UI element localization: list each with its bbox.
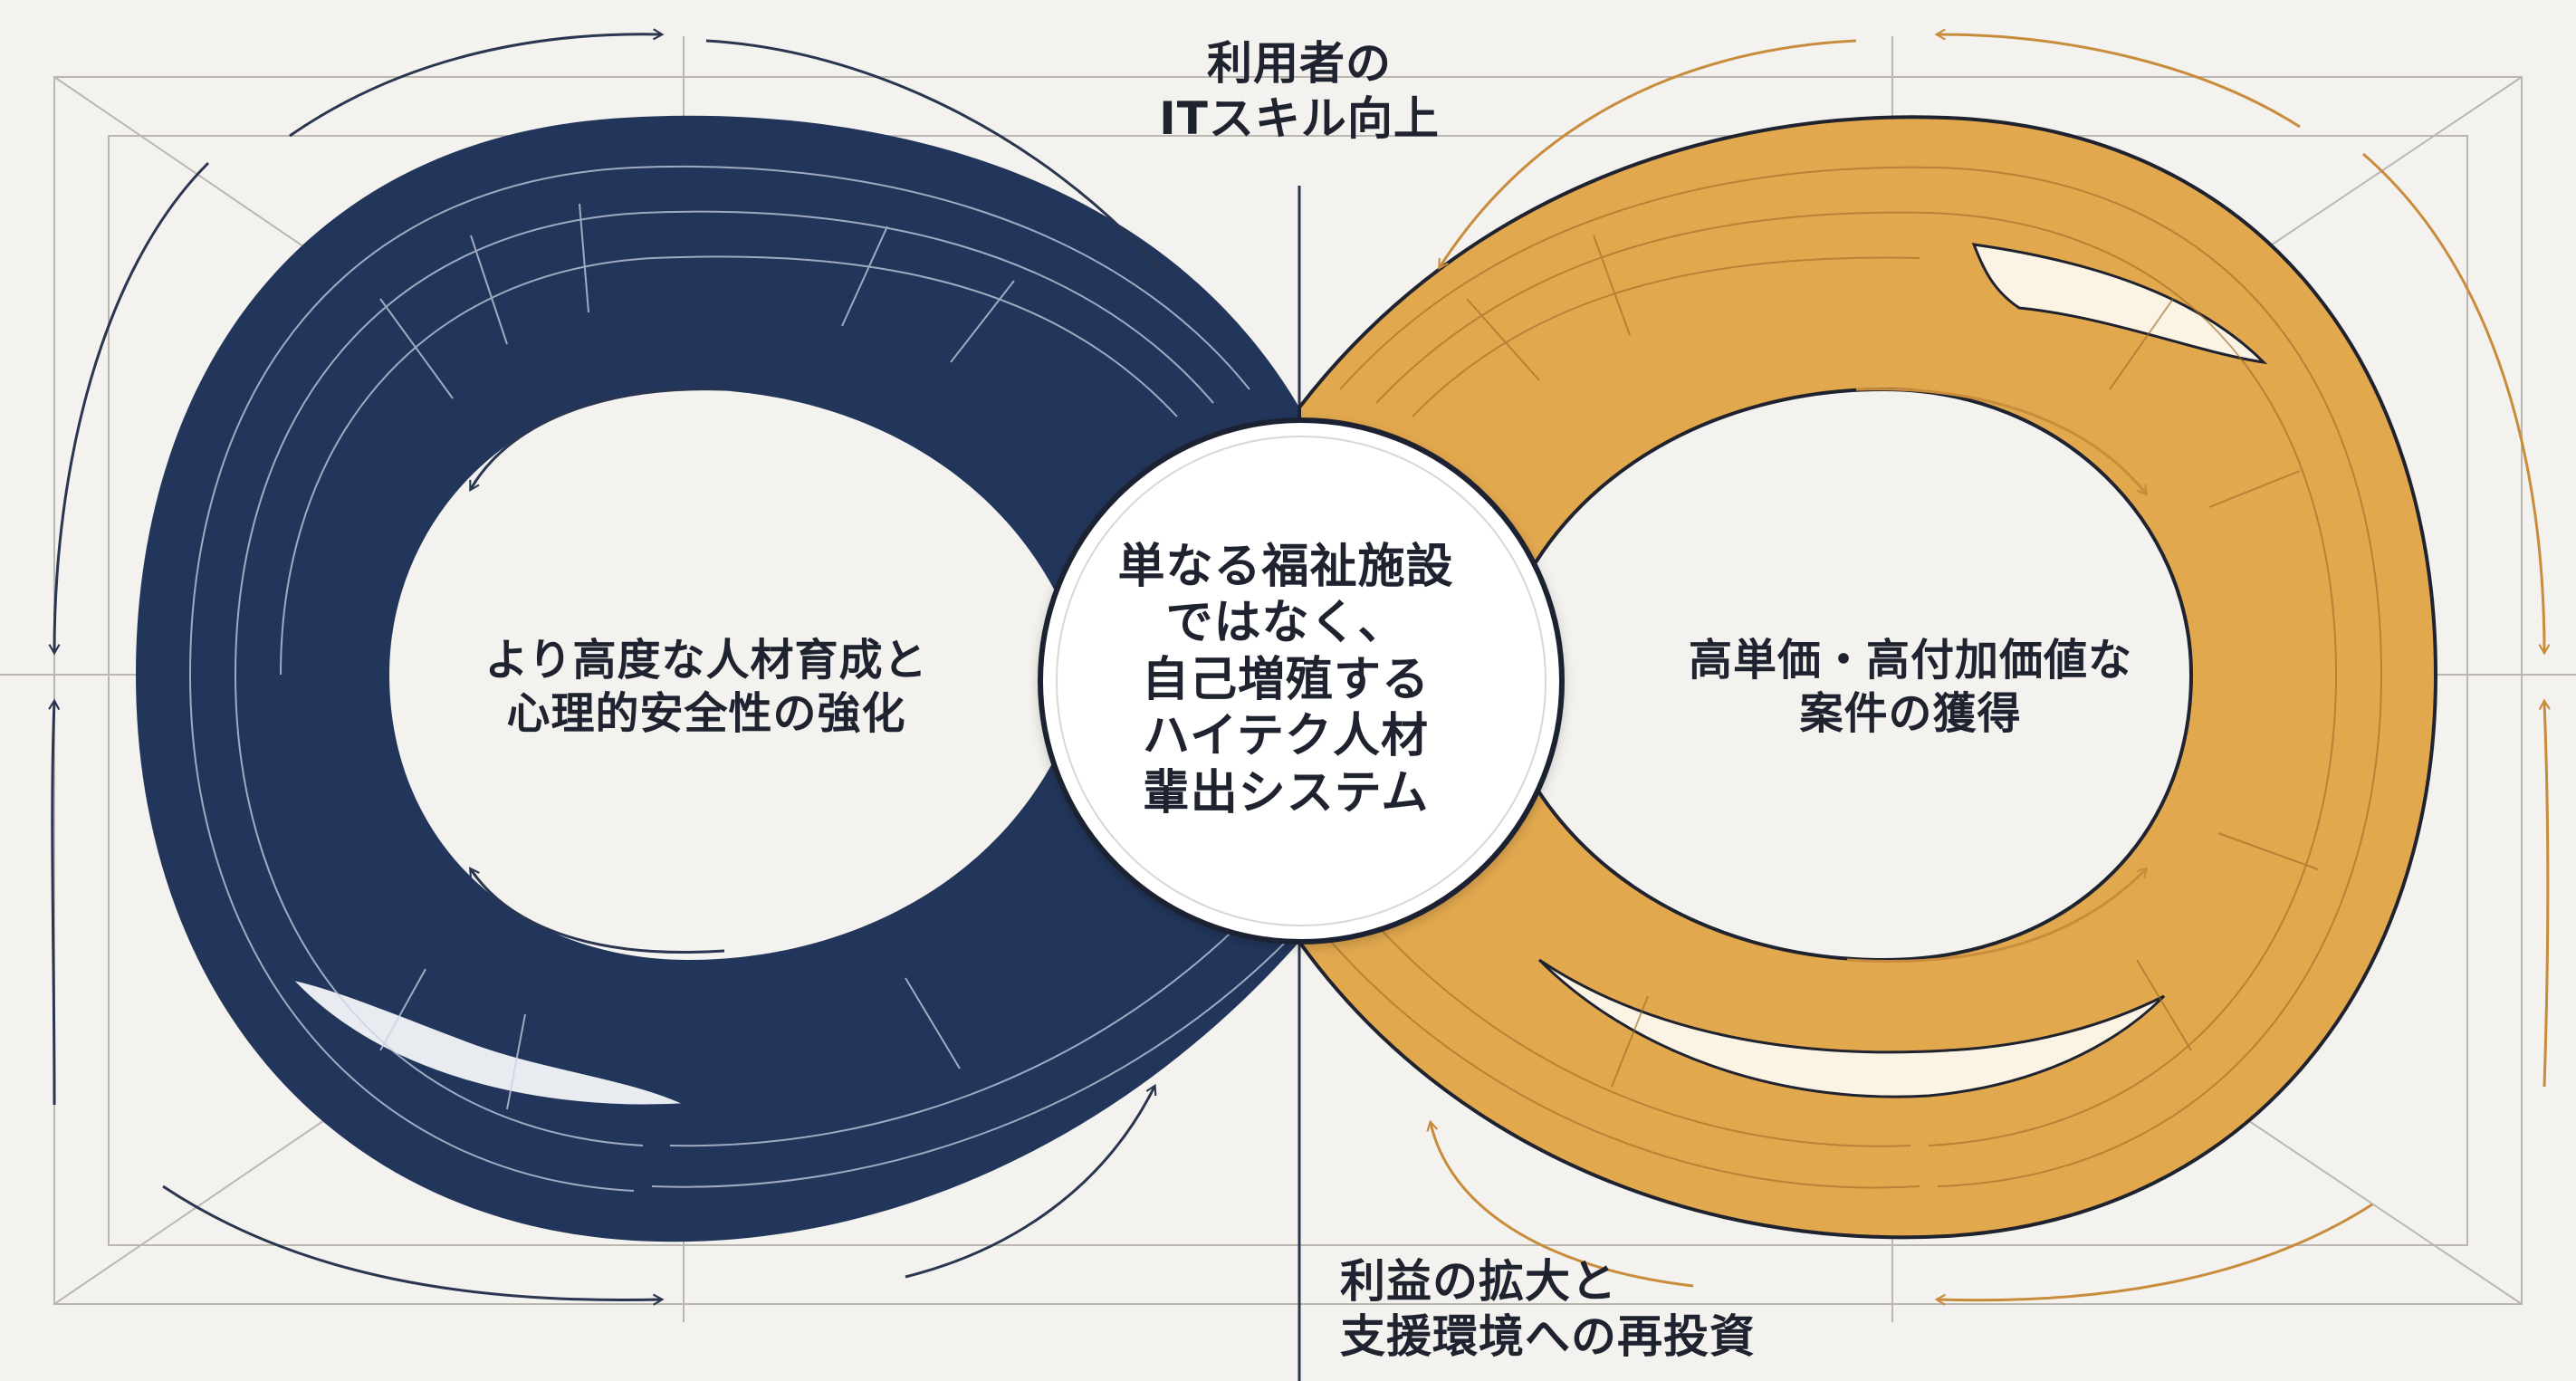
arrow-navy-outer-left bbox=[48, 161, 210, 656]
arrow-navy-outer-left-lower bbox=[48, 698, 61, 1106]
arrow-gold-inner-top bbox=[1855, 388, 2149, 496]
gold-band-hatching bbox=[1330, 166, 2383, 1189]
navy-flow-arrows bbox=[48, 28, 1162, 1306]
gold-flow-arrows bbox=[1426, 28, 2551, 1306]
arrow-gold-inner-bottom bbox=[1846, 867, 2149, 964]
arrow-gold-outer-right-lower bbox=[2538, 698, 2551, 1088]
arrow-gold-outer-right bbox=[2362, 152, 2551, 656]
center-hub-text: 単なる福祉施設 ではなく、 自己増殖する ハイテク人材 輩出システム bbox=[1117, 540, 1454, 820]
gold-band-light-panel-bottom bbox=[1537, 958, 2166, 1098]
arrow-navy-inner-top bbox=[469, 388, 725, 493]
navy-band-hatching bbox=[188, 165, 1287, 1192]
arrow-gold-outer-top-left bbox=[1438, 39, 1857, 270]
navy-loop-band bbox=[136, 115, 1299, 1242]
arrow-navy-outer-top-right bbox=[705, 39, 1162, 270]
arrow-navy-outer-bottom bbox=[162, 1184, 665, 1306]
center-hub-inner-ring bbox=[1056, 436, 1547, 926]
arrow-gold-outer-top bbox=[1934, 28, 2301, 129]
guide-frame-inner bbox=[108, 135, 2468, 1246]
label-advanced-talent-development: より高度な人材育成と 心理的安全性の強化 bbox=[484, 635, 928, 739]
label-profit-reinvestment: 利益の拡大と 支援環境への再投資 bbox=[1340, 1255, 1756, 1363]
gold-loop-band bbox=[1298, 115, 2438, 1240]
arrow-gold-bottom-left bbox=[1426, 1119, 1694, 1288]
guide-frame-outer bbox=[53, 76, 2523, 1305]
arrow-navy-outer-bottom-right bbox=[905, 1083, 1157, 1279]
label-it-skill-improvement: 利用者の ITスキル向上 bbox=[1159, 37, 1440, 145]
center-hub-circle bbox=[1038, 417, 1565, 945]
label-high-value-projects: 高単価・高付加価値な 案件の獲得 bbox=[1688, 635, 2132, 739]
gold-band-inner-hole bbox=[1487, 387, 2194, 963]
navy-band-light-panel bbox=[284, 974, 695, 1108]
navy-band-inner-hole bbox=[389, 389, 1087, 960]
gold-band-light-panel-top bbox=[1971, 243, 2268, 365]
arrow-navy-outer-top bbox=[289, 28, 665, 138]
arrow-gold-outer-bottom bbox=[1934, 1203, 2373, 1306]
arrow-navy-inner-bottom bbox=[469, 867, 725, 954]
